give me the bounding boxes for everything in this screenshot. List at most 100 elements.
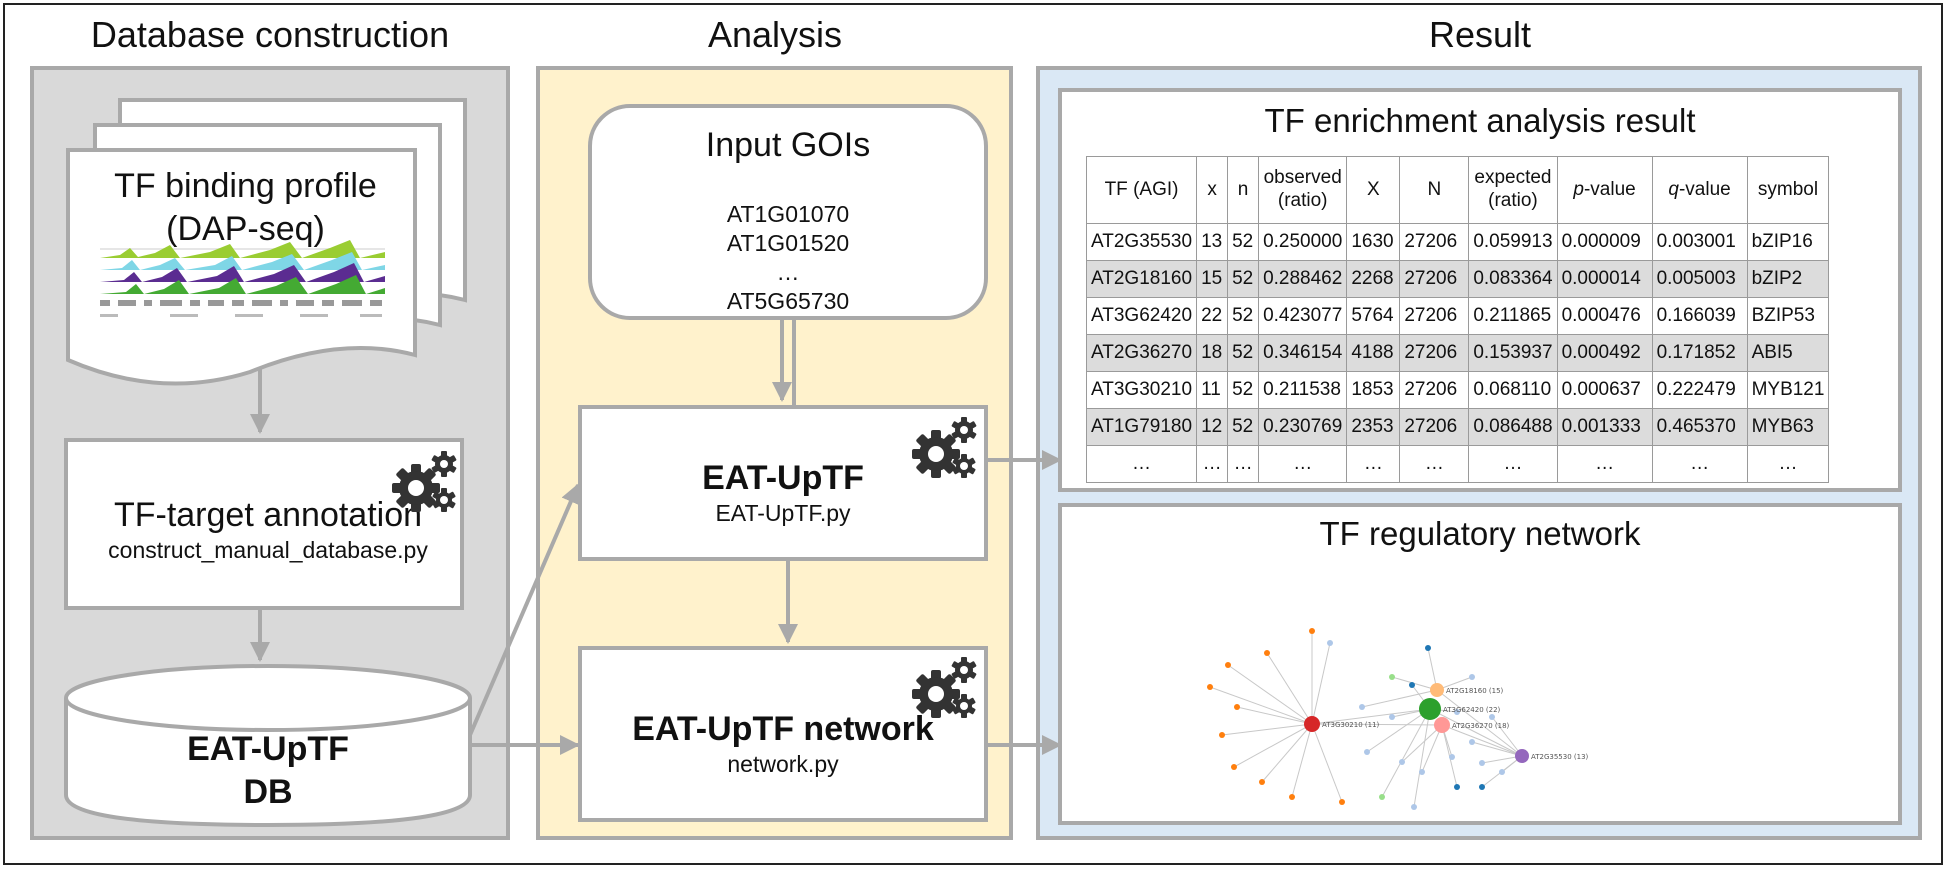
table-cell: AT2G35530 [1085, 223, 1198, 261]
network-edge [1221, 723, 1313, 736]
table-header-cell: q-value [1651, 156, 1748, 224]
network-target-node [1327, 640, 1333, 646]
table-cell: … [1468, 445, 1558, 483]
table-header-cell: n [1227, 156, 1260, 224]
tf-binding-profile-title: TF binding profile [114, 167, 377, 205]
network-target-node [1419, 769, 1425, 775]
eat-uptf-script: EAT-UpTF.py [715, 499, 851, 526]
table-cell: 0.211538 [1258, 371, 1348, 409]
input-gene-list: AT1G01070 AT1G01520 … AT5G65730 [592, 200, 984, 316]
eat-uptf-network-title: EAT-UpTF network [632, 710, 934, 748]
table-cell: AT2G18160 [1085, 260, 1198, 298]
regulatory-network-graph: AT3G30210 (11)AT2G18160 (15)AT3G62420 (2… [1207, 628, 1589, 810]
table-cell: AT1G79180 [1085, 408, 1198, 446]
table-cell: 0.083364 [1468, 260, 1558, 298]
network-script: network.py [727, 750, 839, 777]
db-label-line1: EAT-UpTF [187, 730, 349, 768]
input-gene: AT1G01070 [726, 201, 850, 227]
network-tf-label: AT3G62420 (22) [1443, 706, 1501, 714]
table-cell: … [1196, 445, 1229, 483]
network-target-node [1379, 794, 1385, 800]
table-cell: 2268 [1346, 260, 1401, 298]
table-cell: 0.001333 [1556, 408, 1653, 446]
table-cell: 5764 [1346, 297, 1401, 335]
construct-database-script: construct_manual_database.py [108, 536, 428, 563]
network-target-node [1231, 764, 1237, 770]
table-header-cell: p-value [1556, 156, 1653, 224]
network-tf-node [1419, 698, 1441, 720]
regulatory-network-title: TF regulatory network [1319, 515, 1641, 552]
table-cell: 0.000637 [1556, 371, 1653, 409]
network-target-node [1479, 784, 1485, 790]
network-edge [1233, 723, 1313, 768]
table-cell: 0.250000 [1258, 223, 1348, 261]
table-cell: 27206 [1399, 371, 1470, 409]
input-gene: AT1G01520 [726, 230, 850, 256]
network-target-node [1359, 704, 1365, 710]
table-cell: 0.068110 [1468, 371, 1558, 409]
table-cell: MYB121 [1746, 371, 1830, 409]
network-edge [1427, 647, 1438, 691]
table-header-cell: x [1196, 156, 1229, 224]
table-cell: 0.000476 [1556, 297, 1653, 335]
table-cell: 0.230769 [1258, 408, 1348, 446]
table-cell: AT3G62420 [1085, 297, 1198, 335]
network-target-node [1234, 704, 1240, 710]
table-cell: 13 [1196, 223, 1229, 261]
tf-target-annotation-title: TF-target annotation [113, 496, 423, 534]
table-cell: BZIP53 [1746, 297, 1830, 335]
db-label-line2: DB [243, 772, 293, 811]
table-cell: 1630 [1346, 223, 1401, 261]
table-cell: AT2G36270 [1085, 334, 1198, 372]
network-tf-label: AT3G30210 (11) [1322, 721, 1380, 729]
network-target-node [1225, 662, 1231, 668]
table-cell: bZIP16 [1746, 223, 1830, 261]
network-tf-label: AT2G36270 (18) [1452, 722, 1510, 730]
network-edge [1361, 689, 1438, 708]
eat-uptf-box: EAT-UpTF EAT-UpTF.py [578, 405, 988, 561]
network-edge [1401, 724, 1443, 763]
table-cell: 52 [1227, 334, 1260, 372]
table-cell: 0.166039 [1651, 297, 1748, 335]
table-cell: 52 [1227, 223, 1260, 261]
table-cell: 27206 [1399, 408, 1470, 446]
table-cell: 0.288462 [1258, 260, 1348, 298]
network-tf-node [1304, 716, 1320, 732]
table-header-cell: symbol [1746, 156, 1830, 224]
table-cell: … [1399, 445, 1470, 483]
table-cell: 12 [1196, 408, 1229, 446]
table-cell: MYB63 [1746, 408, 1830, 446]
table-row: ………………………… [1085, 445, 1830, 483]
network-edge [1261, 723, 1313, 783]
tf-binding-profile-documents [66, 98, 467, 386]
network-edge [1311, 708, 1431, 725]
network-target-node [1264, 650, 1270, 656]
tf-target-annotation-box: TF-target annotation construct_manual_da… [64, 438, 464, 610]
network-edge [1421, 724, 1443, 773]
table-cell: … [1085, 445, 1198, 483]
network-edge [1366, 708, 1431, 753]
network-edge [1441, 724, 1523, 757]
network-target-node [1399, 759, 1405, 765]
network-target-node [1309, 628, 1315, 634]
network-tf-label: AT2G35530 (13) [1531, 753, 1589, 761]
table-cell: 27206 [1399, 334, 1470, 372]
network-edge [1236, 706, 1313, 725]
network-edge [1227, 664, 1313, 725]
table-cell: 22 [1196, 297, 1229, 335]
network-target-node [1219, 732, 1225, 738]
table-cell: … [1258, 445, 1348, 483]
table-cell: … [1227, 445, 1260, 483]
table-cell: 11 [1196, 371, 1229, 409]
table-cell: 0.222479 [1651, 371, 1748, 409]
gear-icon [392, 451, 457, 512]
network-edge [1311, 723, 1343, 803]
